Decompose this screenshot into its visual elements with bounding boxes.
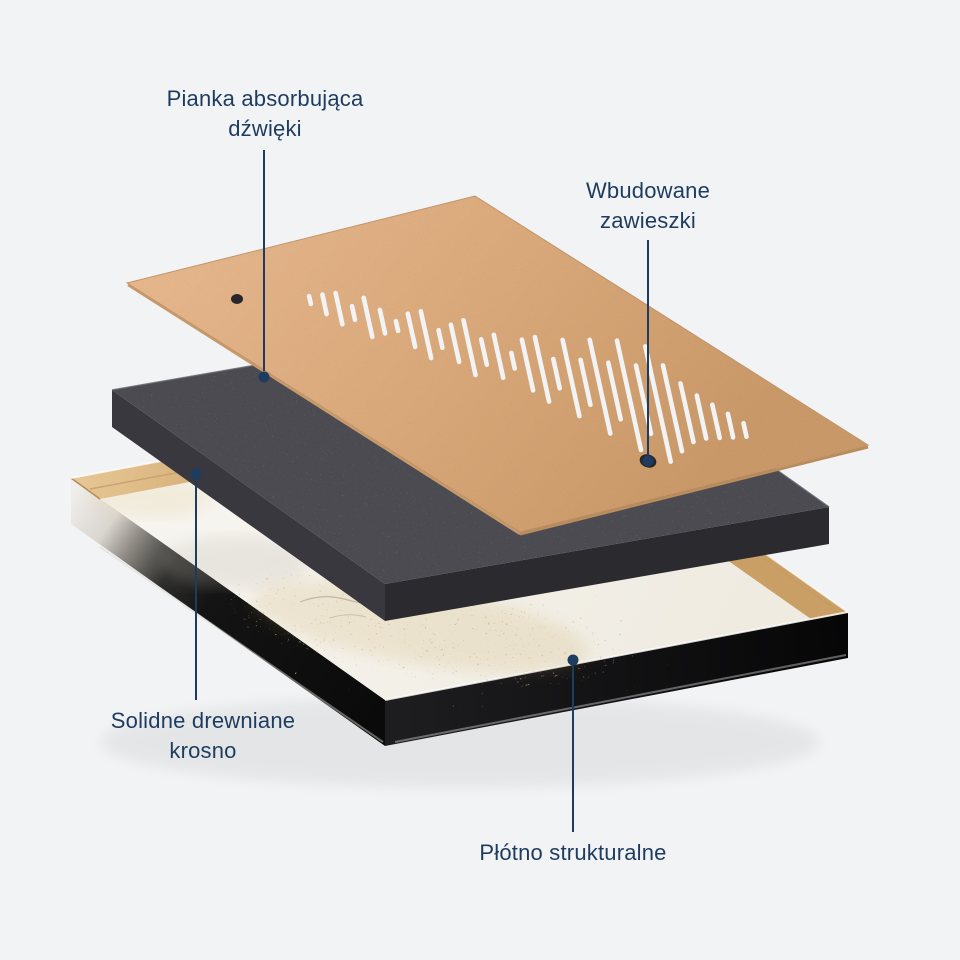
label-hangers: Wbudowane zawieszki (586, 176, 710, 236)
foam-side-right (385, 507, 829, 621)
wood-grain-line (759, 555, 833, 608)
hanger-peg (231, 294, 243, 304)
ground-shadow (100, 696, 820, 788)
label-canvas: Płótno strukturalne (479, 838, 666, 868)
waveform-cutout-group (306, 290, 749, 464)
waveform-slit (461, 317, 478, 378)
label-frame-line2: krosno (169, 738, 237, 763)
waveform-slit (448, 322, 462, 365)
waveform-slit (436, 327, 445, 351)
label-foam: Pianka absorbująca dźwięki (167, 84, 364, 144)
waveform-slit (405, 311, 418, 350)
board-edge-left (127, 283, 521, 536)
board-edge-bottom (519, 445, 869, 536)
marker-dot-canvas (567, 654, 579, 666)
marker-dot-hangers (642, 455, 654, 467)
label-hangers-line1: Wbudowane (585, 178, 711, 203)
marker-dot-foam (258, 371, 270, 383)
waveform-slit (519, 337, 536, 393)
waveform-slit (418, 308, 434, 361)
waveform-slit (377, 307, 388, 336)
waveform-slit (320, 292, 329, 317)
waveform-slit (614, 338, 644, 453)
waveform-slit (587, 337, 613, 436)
waveform-slit (532, 334, 552, 404)
label-foam-line1: Pianka absorbująca (166, 86, 364, 111)
waveform-slit (491, 332, 506, 381)
waveform-slit (694, 393, 709, 441)
label-canvas-line1: Płótno strukturalne (479, 840, 667, 865)
label-foam-line2: dźwięki (228, 116, 302, 141)
waveform-slit (478, 336, 490, 368)
waveform-slit (560, 337, 582, 419)
label-frame: Solidne drewniane krosno (111, 706, 295, 766)
foam-side-texture (112, 390, 385, 621)
waveform-slit (678, 381, 696, 445)
waveform-slit (393, 318, 401, 334)
label-frame-line1: Solidne drewniane (110, 708, 296, 733)
waveform-slit (605, 360, 624, 422)
label-hangers-line2: zawieszki (600, 208, 696, 233)
waveform-slit (709, 402, 723, 441)
waveform-slit (725, 411, 736, 440)
marker-dot-frame (190, 468, 202, 480)
waveform-slit (660, 363, 685, 454)
waveform-slit (333, 290, 345, 327)
wood-miter-line (70, 477, 101, 500)
waveform-slit (508, 350, 518, 371)
waveform-slit (361, 295, 375, 340)
waveform-slit (642, 344, 674, 464)
waveform-slit (741, 420, 749, 440)
waveform-slit (550, 356, 563, 391)
waveform-slit (349, 303, 358, 323)
waveform-slit (306, 293, 314, 307)
waveform-slit (578, 357, 593, 408)
annotations (190, 150, 654, 832)
perforated-board-layer (125, 195, 870, 536)
